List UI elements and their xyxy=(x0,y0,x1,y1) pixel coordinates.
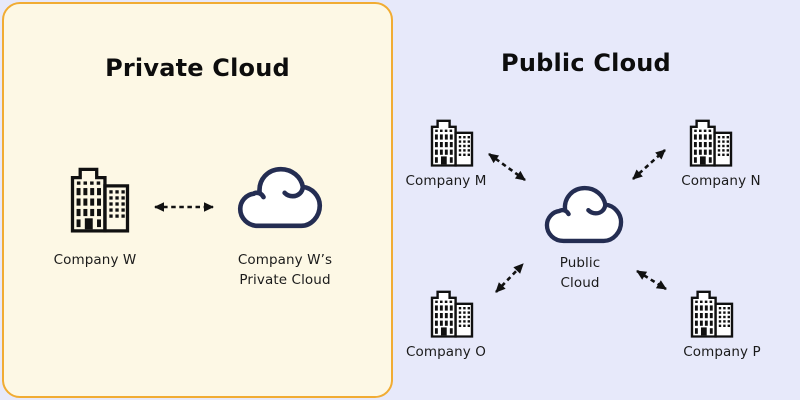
private-cloud-title: Private Cloud xyxy=(105,54,290,82)
company-p-label: Company P xyxy=(683,344,761,360)
public-cloud-label: Public Cloud xyxy=(520,253,640,293)
company-o-buildings-icon xyxy=(428,287,476,339)
public-cloud-label-line1: Public xyxy=(559,255,601,271)
company-o-label: Company O xyxy=(405,344,487,360)
private-cloud-label-line2: Private Cloud xyxy=(239,272,331,288)
private-cloud-label: Company W’s Private Cloud xyxy=(215,250,355,290)
company-m-label: Company M xyxy=(405,173,487,189)
company-w-label: Company W xyxy=(53,252,137,268)
private-cloud-label-line1: Company W’s xyxy=(237,252,333,268)
company-p-buildings-icon xyxy=(688,287,736,339)
company-w-buildings-icon xyxy=(67,162,133,235)
public-cloud-label-line2: Cloud xyxy=(560,275,600,291)
private-cloud-panel: Private Cloud xyxy=(2,2,393,398)
company-n-label: Company N xyxy=(681,173,761,189)
public-cloud-icon xyxy=(543,178,625,251)
private-cloud-icon xyxy=(236,160,324,235)
company-n-buildings-icon xyxy=(687,116,735,168)
company-m-buildings-icon xyxy=(428,116,476,168)
public-cloud-title: Public Cloud xyxy=(501,49,671,77)
